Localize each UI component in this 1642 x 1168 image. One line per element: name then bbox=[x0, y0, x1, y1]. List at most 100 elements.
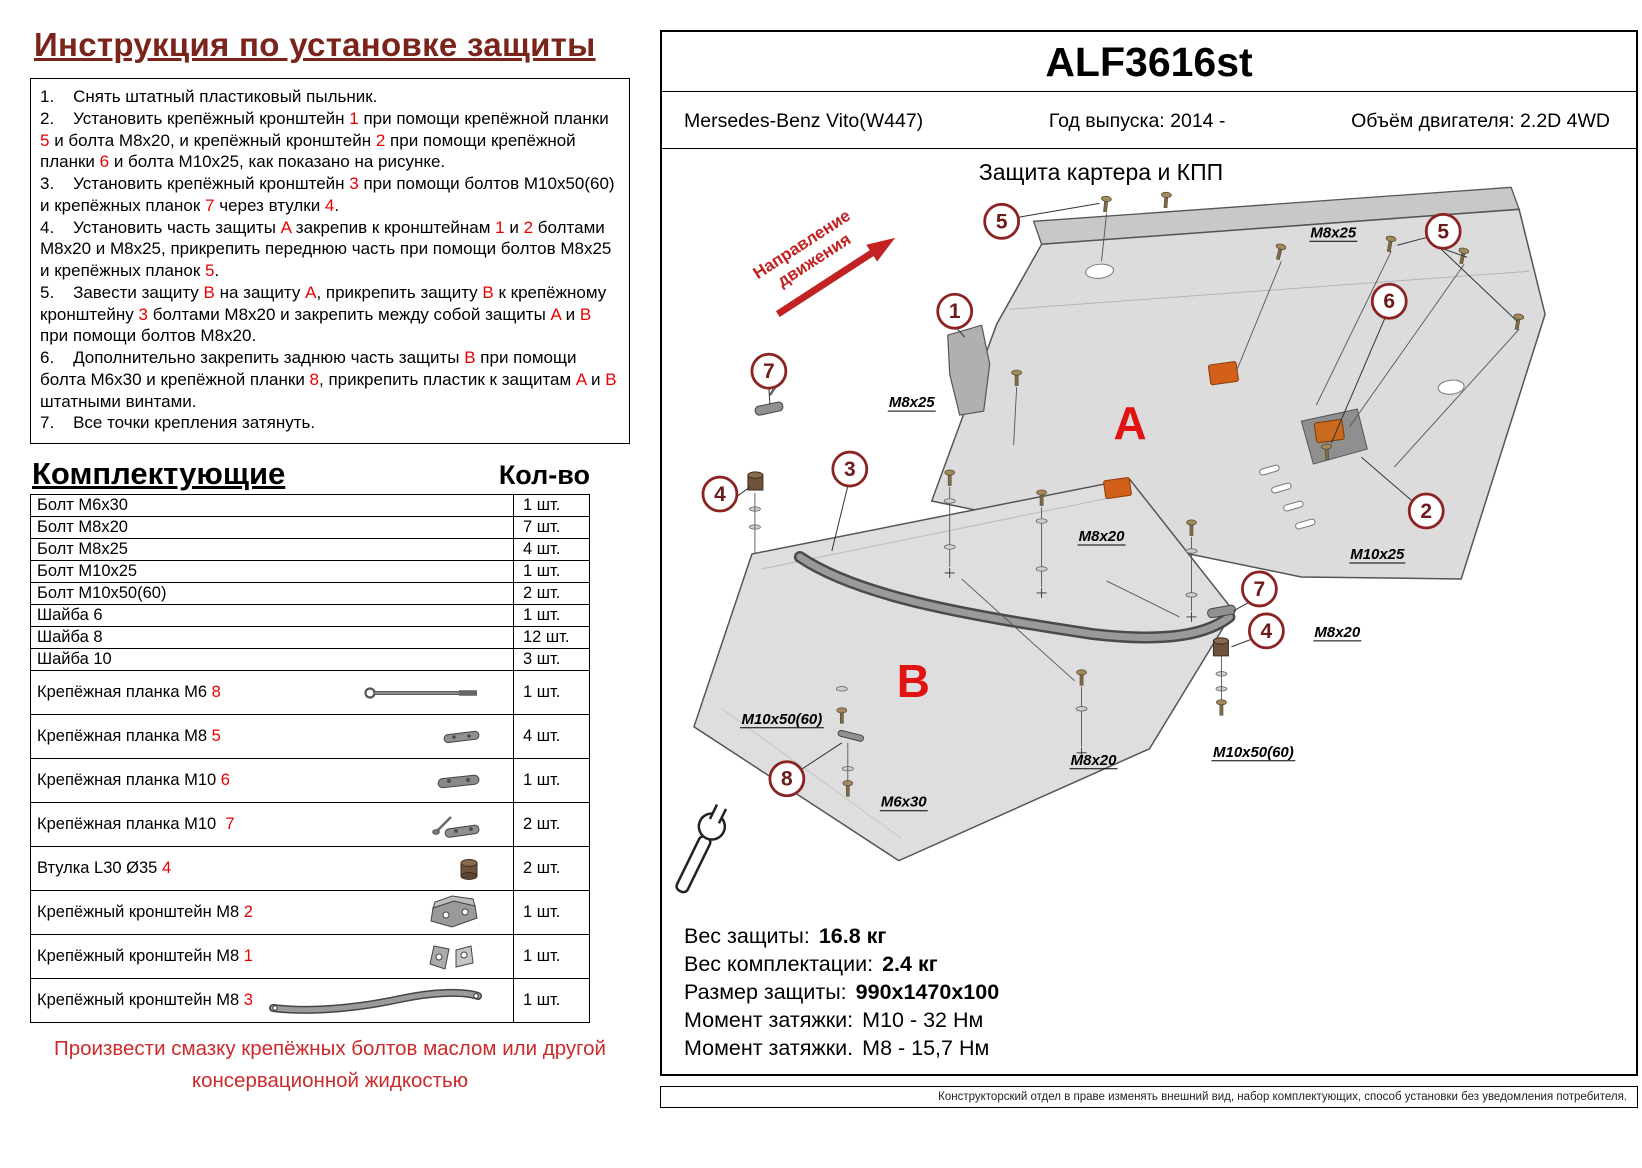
spec-weight: Вес защиты:16.8 кг bbox=[684, 924, 887, 948]
bracket-2-icon bbox=[425, 894, 483, 931]
callout-6: 6 bbox=[1370, 282, 1408, 320]
table-row: Крепёжный кронштейн М8 3 1 шт. bbox=[30, 978, 590, 1023]
part-qty: 2 шт. bbox=[513, 846, 590, 891]
table-row: Крепёжный кронштейн М8 2 1 шт. bbox=[30, 890, 590, 935]
table-row: Болт М8х20 7 шт. bbox=[30, 516, 590, 539]
plate-b-letter: В bbox=[897, 655, 930, 707]
disclaimer: Конструкторский отдел в праве изменять в… bbox=[660, 1086, 1638, 1108]
svg-text:7: 7 bbox=[1254, 578, 1266, 601]
part-name: Болт М8х25 bbox=[37, 540, 128, 558]
m10-plate-icon bbox=[435, 772, 483, 790]
part-name: Крепёжная планка М8 5 bbox=[37, 727, 221, 745]
parts-table: Болт М6х30 1 шт. Болт М8х20 7 шт. Болт М… bbox=[30, 494, 590, 1023]
svg-text:M8x20: M8x20 bbox=[1079, 528, 1125, 545]
spec-torque-m10: Момент затяжки:М10 - 32 Нм bbox=[684, 1008, 984, 1032]
m8-plate-icon bbox=[441, 728, 483, 746]
svg-text:M6x30: M6x30 bbox=[881, 794, 927, 811]
callout-5-left: 5 bbox=[983, 202, 1021, 240]
m10-plate-pin-icon bbox=[427, 811, 483, 839]
part-name: Болт М10х25 bbox=[37, 562, 138, 580]
part-qty: 1 шт. bbox=[513, 758, 590, 803]
part-qty: 2 шт. bbox=[513, 582, 590, 605]
table-row: Болт М10х25 1 шт. bbox=[30, 560, 590, 583]
svg-text:M10x50(60): M10x50(60) bbox=[742, 711, 823, 728]
instruction-item-5: 5. Завести защиту B на защиту A, прикреп… bbox=[40, 282, 607, 346]
parts-title: Комплектующие bbox=[32, 456, 286, 491]
callout-4-right: 4 bbox=[1247, 612, 1285, 650]
table-row: Болт М6х30 1 шт. bbox=[30, 494, 590, 517]
svg-text:M8x25: M8x25 bbox=[1310, 224, 1356, 241]
part-name: Болт М6х30 bbox=[37, 496, 128, 514]
instruction-item-3: 3. Установить крепёжный кронштейн 3 при … bbox=[40, 174, 615, 215]
specs-section: Вес защиты:16.8 кг Вес комплектации:2.4 … bbox=[662, 914, 1636, 1074]
plate-a-letter: А bbox=[1114, 397, 1147, 449]
callout-5-right: 5 bbox=[1424, 212, 1462, 250]
table-row: Крепёжная планка М6 8 1 шт. bbox=[30, 670, 590, 715]
part-name: Крепёжный кронштейн М8 3 bbox=[37, 991, 253, 1009]
instruction-item-6: 6. Дополнительно закрепить заднюю часть … bbox=[40, 348, 617, 411]
diagram-title: Защита картера и КПП bbox=[978, 159, 1224, 185]
part-qty: 3 шт. bbox=[513, 648, 590, 671]
instructions-box: 1. Снять штатный пластиковый пыльник. 2.… bbox=[30, 78, 630, 444]
part-name: Крепёжная планка М10 6 bbox=[37, 771, 230, 789]
spec-kit-weight: Вес комплектации:2.4 кг bbox=[684, 952, 938, 976]
spec-torque-m8: Момент затяжки.М8 - 15,7 Нм bbox=[684, 1036, 990, 1060]
svg-text:6: 6 bbox=[1383, 290, 1395, 313]
svg-text:4: 4 bbox=[714, 483, 726, 506]
vehicle-engine: Объём двигателя: 2.2D 4WD bbox=[1351, 110, 1610, 132]
table-row: Крепёжная планка М8 5 4 шт. bbox=[30, 714, 590, 759]
svg-text:3: 3 bbox=[844, 458, 856, 481]
svg-text:5: 5 bbox=[996, 210, 1008, 233]
part-name: Шайба 10 bbox=[37, 650, 112, 668]
table-row: Болт М8х25 4 шт. bbox=[30, 538, 590, 561]
exploded-diagram: А В Направление движения bbox=[675, 186, 1546, 894]
part-qty: 4 шт. bbox=[513, 538, 590, 561]
table-row: Болт М10х50(60) 2 шт. bbox=[30, 582, 590, 605]
vehicle-year: Год выпуска: 2014 - bbox=[1048, 110, 1226, 132]
part-qty: 1 шт. bbox=[513, 978, 590, 1023]
part-qty: 12 шт. bbox=[513, 626, 590, 649]
instruction-item-4: 4. Установить часть защиты A закрепив к … bbox=[40, 217, 612, 281]
page-title: Инструкция по установке защиты bbox=[34, 26, 596, 63]
table-row: Крепёжная планка М10 7 2 шт. bbox=[30, 802, 590, 847]
assembly-lines bbox=[949, 213, 1520, 747]
svg-text:M10x50(60): M10x50(60) bbox=[1213, 744, 1294, 761]
svg-text:8: 8 bbox=[781, 768, 793, 791]
callout-leaders bbox=[735, 202, 1518, 771]
part-qty: 1 шт. bbox=[513, 934, 590, 979]
fastener-labels: M8x25 M8x25 M8x20 M10x25 M8x20 M10x50(60… bbox=[739, 224, 1406, 812]
m6-strip-icon bbox=[363, 685, 483, 701]
part-qty: 7 шт. bbox=[513, 516, 590, 539]
svg-text:1: 1 bbox=[949, 300, 961, 323]
wrench-icon bbox=[675, 802, 728, 894]
right-mount-stack bbox=[1207, 604, 1236, 716]
svg-text:2: 2 bbox=[1420, 500, 1432, 523]
callout-7-right: 7 bbox=[1241, 570, 1278, 608]
instruction-item-7: 7. Все точки крепления затянуть. bbox=[40, 413, 316, 433]
bushing-icon bbox=[455, 856, 483, 882]
table-row: Шайба 8 12 шт. bbox=[30, 626, 590, 649]
part-qty: 1 шт. bbox=[513, 670, 590, 715]
part-qty: 1 шт. bbox=[513, 604, 590, 627]
bracket-1-icon bbox=[425, 941, 483, 973]
qty-header: Кол-во bbox=[498, 460, 590, 490]
part-qty: 2 шт. bbox=[513, 802, 590, 847]
callout-1: 1 bbox=[936, 292, 974, 330]
note-line-1: Произвести смазку крепёжных болтов масло… bbox=[53, 1037, 607, 1060]
svg-text:M8x20: M8x20 bbox=[1314, 624, 1360, 641]
callout-8: 8 bbox=[768, 760, 806, 798]
svg-text:M8x25: M8x25 bbox=[889, 394, 935, 411]
instructions-panel: Инструкция по установке защиты 1. Снять … bbox=[30, 22, 638, 1097]
part-name: Шайба 6 bbox=[37, 606, 103, 624]
part-name: Болт М8х20 bbox=[37, 518, 128, 536]
part-name: Болт М10х50(60) bbox=[37, 584, 167, 602]
part-name: Втулка L30 Ø35 4 bbox=[37, 859, 172, 877]
part-qty: 1 шт. bbox=[513, 560, 590, 583]
part-name: Крепёжный кронштейн М8 2 bbox=[37, 903, 253, 921]
lubrication-note: Произвести смазку крепёжных болтов масло… bbox=[30, 1033, 630, 1097]
instruction-item-2: 2. Установить крепёжный кронштейн 1 при … bbox=[40, 108, 609, 172]
direction-arrow: Направление движения bbox=[750, 206, 896, 317]
callout-7-left: 7 bbox=[750, 352, 788, 390]
parts-header-row: Комплектующие Кол-во bbox=[30, 456, 590, 492]
table-row: Крепёжный кронштейн М8 1 1 шт. bbox=[30, 934, 590, 979]
